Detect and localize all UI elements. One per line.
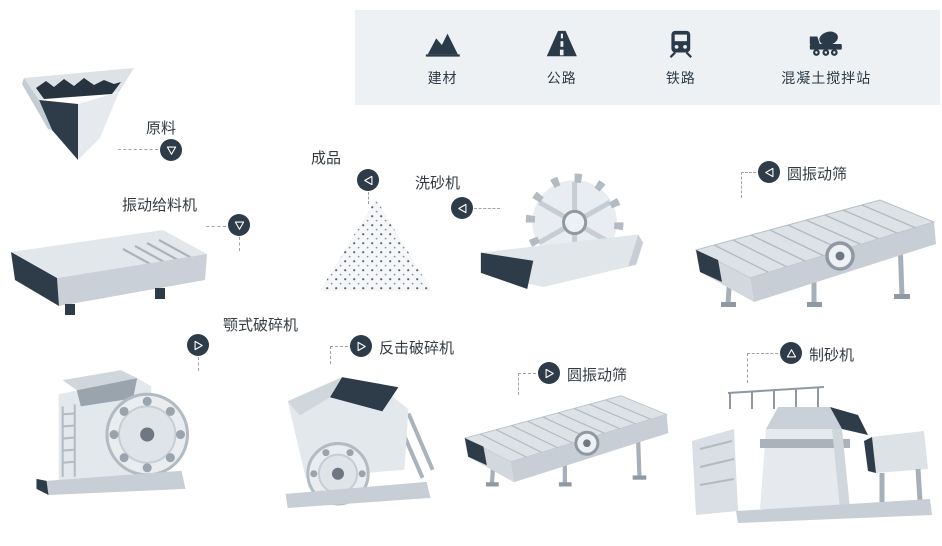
railway-icon [662,28,700,60]
label-jaw-crusher: 颚式破碎机 [223,317,299,334]
label-raw-material: 原料 [146,120,177,137]
connector-screen-top-v [741,172,742,198]
legend-label: 公路 [546,69,577,86]
label-impact-crusher: 反击破碎机 [379,340,455,357]
connector-feeder-v [239,237,240,251]
vibrating-feeder-illustration [5,218,210,318]
label-circular-screen-top: 圆振动筛 [787,166,848,183]
jaw-crusher-illustration [28,356,200,502]
legend-label: 混凝土搅拌站 [781,69,872,86]
legend-item-highway: 公路 [543,28,581,88]
connector-sand-maker-v [747,353,748,383]
connector-product [368,192,369,204]
pointer-icon-sand-washer [451,197,473,219]
raw-material-hopper-illustration [22,58,137,166]
legend-item-building-materials: 建材 [424,28,462,88]
connector-jaw [198,357,199,371]
label-circular-screen-bottom: 圆振动筛 [567,367,628,384]
highway-icon [543,28,581,60]
pointer-icon-jaw-crusher [187,334,209,356]
pointer-icon-sand-maker [780,342,802,364]
legend-bar: 建材 公路 [355,10,940,105]
building-materials-icon [424,28,462,60]
legend-label: 建材 [427,69,458,86]
label-sand-washer: 洗砂机 [415,175,461,192]
legend-item-concrete-mixing-station: 混凝土搅拌站 [781,28,871,88]
pointer-icon-circular-screen-bottom [538,362,560,384]
circular-vibrating-screen-bottom-illustration [458,388,670,490]
label-vibrating-feeder: 振动给料机 [122,197,198,214]
pointer-icon-finished-product [357,169,379,191]
connector-screen-bottom-v [518,373,519,395]
connector-sand-maker-h [747,353,778,354]
pointer-icon-impact-crusher [350,335,372,357]
pointer-icon-vibrating-feeder [228,214,250,236]
finished-product-pile-illustration [316,196,436,296]
connector-raw-material [118,149,158,150]
legend-item-railway: 铁路 [662,28,700,88]
pointer-icon-circular-screen-top [758,161,780,183]
connector-impact-v [330,346,331,364]
connector-screen-bottom-h [518,373,536,374]
connector-impact-h [330,346,348,347]
pointer-icon-raw-material [160,139,182,161]
legend-label: 铁路 [665,69,696,86]
sand-maker-illustration [672,379,940,524]
impact-crusher-illustration [245,357,437,510]
sand-washer-illustration [478,168,646,294]
connector-feeder-h [206,226,226,227]
concrete-mixer-icon [807,28,845,60]
label-finished-product: 成品 [311,150,342,167]
circular-vibrating-screen-top-illustration [688,192,938,310]
label-sand-maker: 制砂机 [809,347,855,364]
connector-screen-top-h [741,172,756,173]
connector-washer [474,208,500,209]
